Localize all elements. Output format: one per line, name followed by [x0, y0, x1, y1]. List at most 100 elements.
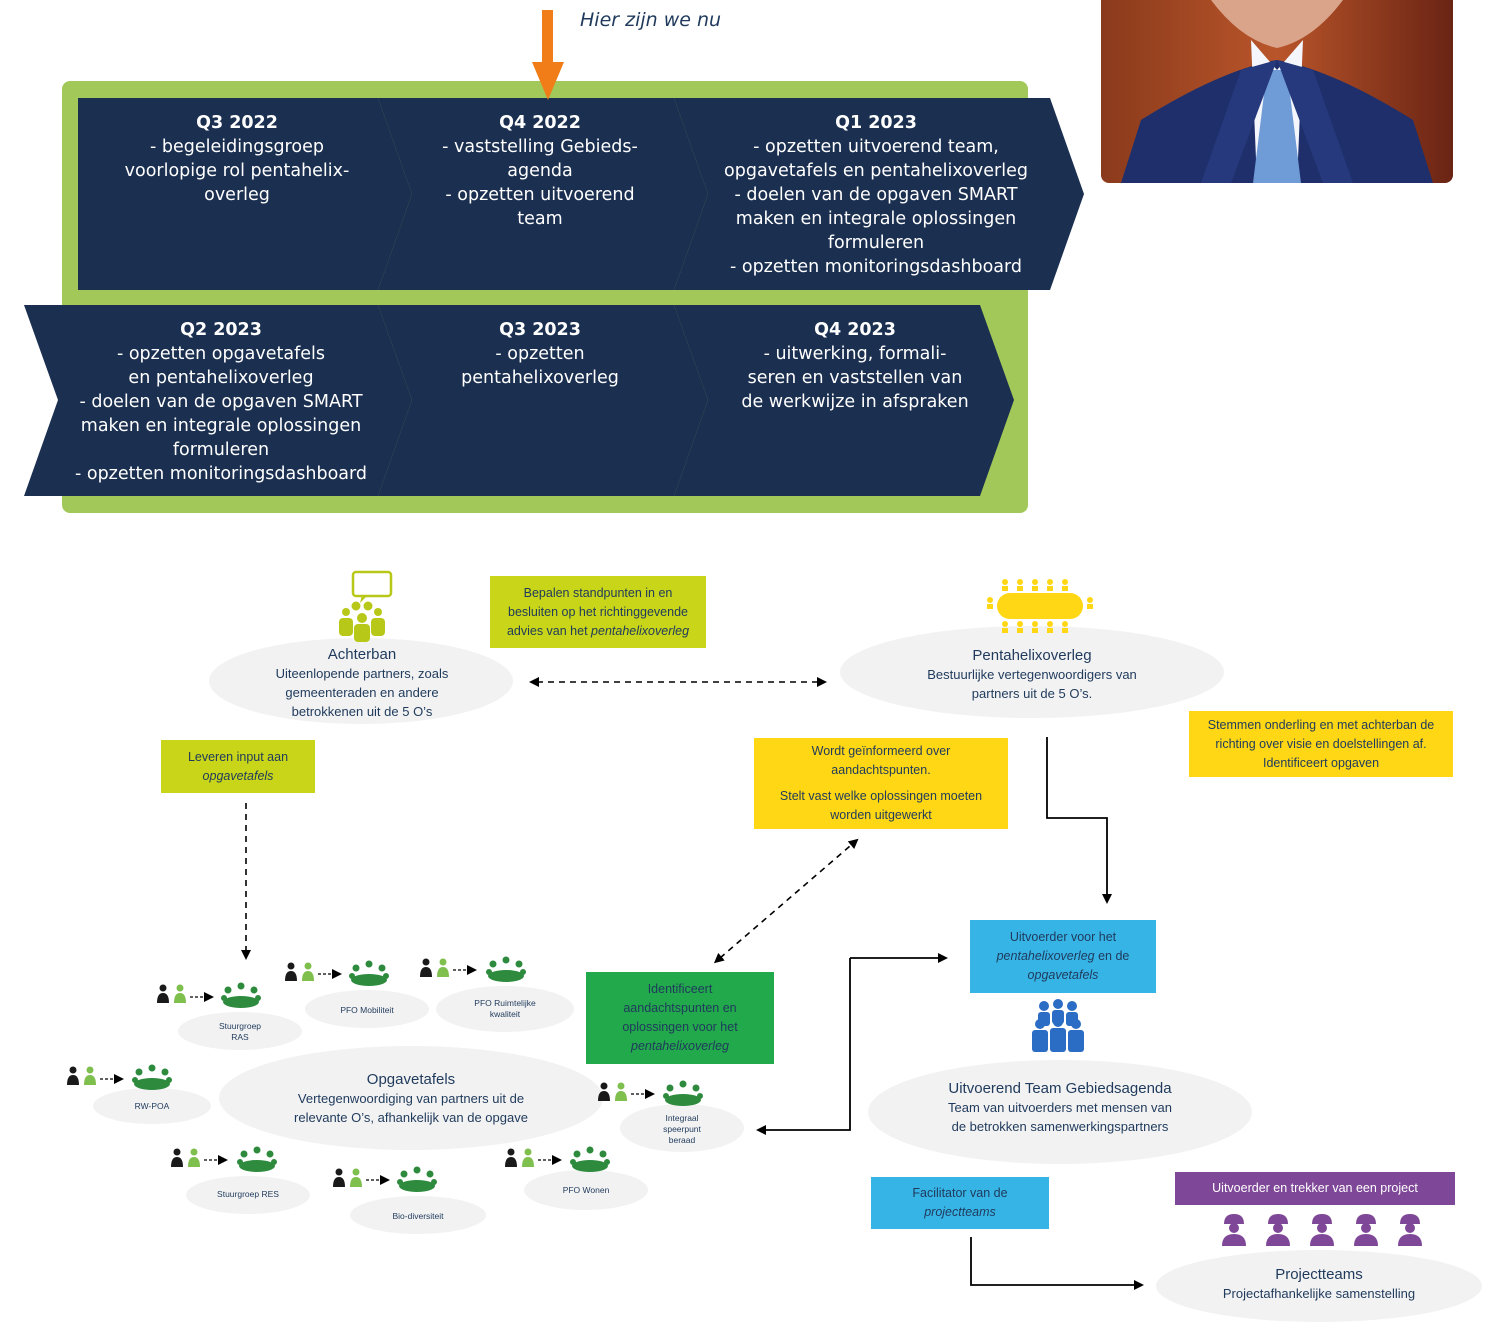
table-ellipse-integraal: [620, 1104, 744, 1152]
box-line: oplossingen voor het: [622, 1020, 738, 1034]
box-line: advies van het pentahelixoverleg: [496, 622, 700, 641]
worker-icon: [1222, 1214, 1246, 1246]
phase-line: team: [517, 209, 563, 229]
pentahelix-line: partners uit de 5 O’s.: [971, 686, 1093, 701]
phase-line: formuleren: [827, 233, 925, 253]
table-label-ruimte: PFO Ruimtelijke kwaliteit: [446, 998, 564, 1020]
table-label-line: RAS: [231, 1032, 249, 1042]
worker-icons: [1222, 1214, 1422, 1246]
box-emphasis: pentahelixoverleg: [631, 1039, 729, 1053]
phase-title: Q1 2023: [835, 113, 917, 133]
table-label-line: PFO Ruimtelijke: [474, 998, 536, 1008]
team-line: Team van uitvoerders met mensen van: [948, 1100, 1172, 1115]
table-ellipse-rwpoa: [93, 1088, 211, 1124]
table-label-line: kwaliteit: [489, 1009, 521, 1019]
phase-line: maken en integrale oplossingen: [80, 416, 362, 436]
team-ellipse: [868, 1060, 1252, 1164]
box-facilitator: Facilitator van de projectteams: [871, 1177, 1049, 1229]
phase-q4-2022: Q4 2022 - vaststelling Gebieds- agenda -…: [400, 111, 680, 231]
portrait-illustration: [1101, 0, 1453, 183]
table-cluster-res: [171, 1146, 277, 1172]
box-line: aandachtspunten en: [623, 1001, 737, 1015]
opgavetafels-line: Vertegenwoordiging van partners uit de: [297, 1091, 525, 1106]
table-label-mob: PFO Mobiliteit: [315, 1005, 419, 1016]
phase-shape-q4-2023: [674, 305, 1014, 496]
phase-line: voorlopige rol pentahelix-: [124, 161, 350, 181]
table-cluster-bio: [333, 1166, 437, 1192]
timeline-graphic: [24, 10, 1084, 513]
phase-line: - begeleidingsgroep: [150, 137, 324, 157]
phase-line: - doelen van de opgaven SMART: [79, 392, 363, 412]
table-ellipse-ras: [178, 1012, 302, 1050]
achterban-title: Achterban: [327, 646, 397, 663]
phase-line: en pentahelixoverleg: [128, 368, 314, 388]
phase-shape-q3-2023: [378, 305, 708, 496]
team-title: Uitvoerend Team Gebiedsagenda: [948, 1080, 1172, 1097]
current-position-label: Hier zijn we nu: [580, 9, 722, 31]
phase-line: de werkwijze in afspraken: [741, 392, 969, 412]
box-emphasis: pentahelixoverleg: [996, 949, 1095, 963]
table-label-line: Bio-diversiteit: [392, 1211, 444, 1221]
achterban-line: betrokkenen uit de 5 O’s: [291, 704, 433, 719]
box-line: worden uitgewerkt: [830, 808, 932, 822]
box-line: richting over visie en doelstellingen af…: [1215, 736, 1427, 751]
table-label-line: Stuurgroep RES: [217, 1189, 279, 1199]
achterban-crowd-icon: [339, 570, 393, 642]
table-label-line: beraad: [668, 1135, 696, 1145]
pentahelix-ellipse: [840, 626, 1224, 718]
table-cluster-integraal: [598, 1080, 703, 1106]
box-uitvoerder: Uitvoerder voor het pentahelixoverleg en…: [970, 920, 1156, 993]
phase-title: Q4 2022: [499, 113, 581, 133]
box-leveren: Leveren input aan opgavetafels: [161, 740, 315, 793]
phase-shape-q4-2022: [378, 98, 708, 290]
phase-line: - opzetten uitvoerend: [445, 185, 635, 205]
box-stemmen: Stemmen onderling en met achterban de ri…: [1189, 711, 1453, 777]
phase-q4-2023: Q4 2023 - uitwerking, formali- seren en …: [710, 318, 1000, 414]
pentahelix-title: Pentahelixoverleg: [972, 647, 1092, 664]
table-cluster-ruimte: [420, 956, 526, 982]
phase-q2-2023: Q2 2023 - opzetten opgavetafels en penta…: [56, 318, 386, 486]
phase-line: agenda: [507, 161, 573, 181]
phase-line: maken en integrale oplossingen: [735, 209, 1017, 229]
table-label-bio: Bio-diversiteit: [360, 1211, 476, 1222]
table-label-ras: Stuurgroep RAS: [188, 1021, 292, 1043]
table-label-rwpoa: RW-POA: [103, 1101, 201, 1112]
worker-icon: [1310, 1214, 1334, 1246]
table-label-line: PFO Wonen: [562, 1185, 610, 1195]
box-line: besluiten op het richtinggevende: [508, 604, 688, 619]
table-ellipse-wonen: [524, 1170, 648, 1210]
phase-line: formuleren: [172, 440, 270, 460]
box-line: Identificeert: [647, 982, 713, 996]
phase-line: - opzetten monitoringsdashboard: [729, 257, 1022, 277]
table-label-line: PFO Mobiliteit: [340, 1005, 394, 1015]
worker-icon: [1354, 1214, 1378, 1246]
box-line: Leveren input aan: [187, 749, 289, 764]
phase-q1-2023: Q1 2023 - opzetten uitvoerend team, opga…: [704, 111, 1048, 279]
table-label-res: Stuurgroep RES: [196, 1189, 300, 1200]
box-line: Bepalen standpunten in en: [523, 585, 673, 600]
phase-line: - doelen van de opgaven SMART: [734, 185, 1018, 205]
box-line: Uitvoerder voor het: [1009, 930, 1117, 944]
box-line: Facilitator van de: [912, 1186, 1008, 1200]
portrait-photo: [1101, 0, 1453, 183]
box-identificeert: Identificeert aandachtspunten en oplossi…: [586, 972, 774, 1064]
box-line: Stemmen onderling en met achterban de: [1207, 717, 1435, 732]
connector-identificeert-wordt: [713, 838, 859, 964]
phase-shape-q3-2022: [78, 98, 412, 290]
pentahelix-meeting-icon: [987, 579, 1093, 633]
table-label-wonen: PFO Wonen: [534, 1185, 638, 1196]
box-emphasis: opgavetafels: [1027, 968, 1099, 982]
phase-line: - opzetten uitvoerend team,: [753, 137, 999, 157]
table-ellipse-mob: [305, 990, 429, 1028]
phase-title: Q3 2023: [499, 320, 581, 340]
table-label-line: RW-POA: [134, 1101, 170, 1111]
phase-q3-2022: Q3 2022 - begeleidingsgroep voorlopige r…: [80, 111, 394, 207]
phase-line: opgavetafels en pentahelixoverleg: [724, 161, 1028, 181]
box-emphasis: pentahelixoverleg: [591, 623, 690, 638]
phase-line: - opzetten: [495, 344, 585, 364]
box-bepalen: Bepalen standpunten in en besluiten op h…: [490, 576, 706, 648]
box-line: pentahelixoverleg en de: [976, 947, 1150, 966]
phase-line: - opzetten opgavetafels: [116, 344, 326, 364]
worker-icon: [1266, 1214, 1290, 1246]
connector-facilitator-projectteams: [970, 1237, 1144, 1290]
